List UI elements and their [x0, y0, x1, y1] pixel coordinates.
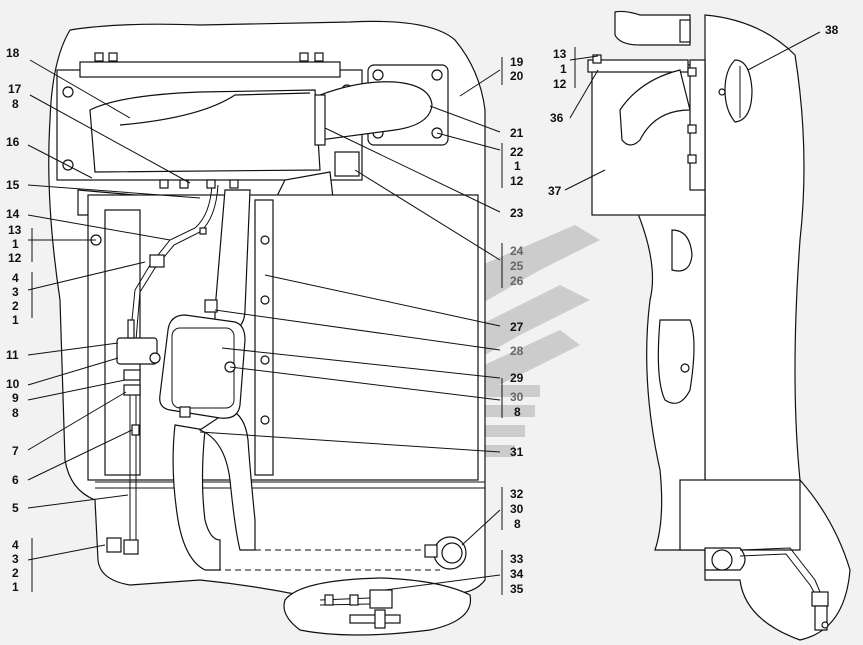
callout-18: 18	[6, 46, 20, 60]
callout-8: 8	[12, 97, 19, 111]
callout-29: 29	[510, 371, 524, 385]
callout-32: 32	[510, 487, 524, 501]
callout-36: 36	[550, 111, 564, 125]
drain-tap	[283, 577, 472, 636]
callout-6: 6	[12, 473, 19, 487]
callout-2: 2	[12, 566, 19, 580]
callout-28: 28	[510, 344, 524, 358]
group-brackets	[31, 47, 576, 595]
callout-8: 8	[12, 406, 19, 420]
top-bolts	[94, 52, 324, 62]
callout-7: 7	[12, 444, 19, 458]
callout-8: 8	[514, 405, 521, 419]
callout-8: 8	[514, 517, 521, 531]
callout-1: 1	[12, 313, 19, 327]
callout-1: 1	[12, 580, 19, 594]
callout-11: 11	[6, 348, 19, 362]
callout-13: 13	[8, 223, 22, 237]
callout-12: 12	[8, 251, 22, 265]
callout-37: 37	[548, 184, 562, 198]
callout-4: 4	[12, 538, 19, 552]
callout-22: 22	[510, 145, 524, 159]
callout-26: 26	[510, 274, 524, 288]
callout-25: 25	[510, 259, 524, 273]
callout-16: 16	[6, 135, 20, 149]
leader-lines	[27, 31, 821, 591]
callout-38: 38	[825, 23, 839, 37]
callout-35: 35	[510, 582, 524, 596]
callout-27: 27	[510, 320, 524, 334]
callout-12: 12	[553, 77, 567, 91]
cab-side-view	[587, 10, 851, 641]
callout-2: 2	[12, 299, 19, 313]
callout-24: 24	[510, 244, 524, 258]
drain-fitting	[424, 536, 467, 570]
callout-4: 4	[12, 271, 19, 285]
callout-23: 23	[510, 206, 524, 220]
callout-30: 30	[510, 502, 524, 516]
callout-5: 5	[12, 501, 19, 515]
callout-1: 1	[560, 62, 567, 76]
callout-14: 14	[6, 207, 20, 221]
callout-12: 12	[510, 174, 524, 188]
callout-3: 3	[12, 285, 19, 299]
callout-10: 10	[6, 377, 20, 391]
fuel-line	[106, 184, 219, 555]
callout-33: 33	[510, 552, 524, 566]
callout-30: 30	[510, 390, 524, 404]
callout-31: 31	[510, 445, 524, 459]
callout-15: 15	[6, 178, 20, 192]
muffler	[159, 314, 246, 419]
callout-13: 13	[553, 47, 567, 61]
callout-20: 20	[510, 69, 524, 83]
callout-1: 1	[12, 237, 19, 251]
callout-17: 17	[8, 82, 22, 96]
callout-19: 19	[510, 55, 524, 69]
callout-34: 34	[510, 567, 524, 581]
callout-3: 3	[12, 552, 19, 566]
callout-9: 9	[12, 391, 19, 405]
callout-1: 1	[514, 159, 521, 173]
cab-front-view	[48, 20, 486, 636]
callout-labels: 18 17 8 16 15 14 13 1 12 4 3 2 1 11 10 9…	[6, 23, 839, 596]
callout-21: 21	[510, 126, 524, 140]
side-lamp	[718, 59, 753, 123]
